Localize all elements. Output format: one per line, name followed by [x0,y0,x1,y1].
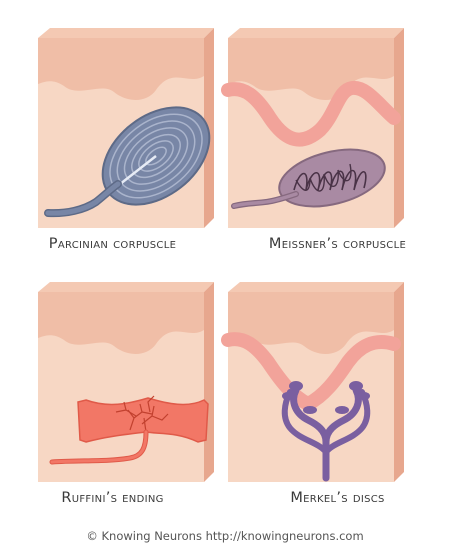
label-merkel: Merkel’s discs [290,490,385,506]
panel-merkel [221,282,404,482]
label-ruffini: Ruffini’s ending [61,490,164,506]
label-pacinian: Parcinian corpuscle [48,236,177,252]
dermal-papilla [221,80,401,147]
label-meissner: Meissner’s corpuscle [268,236,407,252]
panel-ruffini [38,282,214,482]
pacinian-corpuscle [44,106,211,218]
panel-meissner [221,28,404,228]
ruffini-ending [49,395,209,465]
dermal-papilla [221,332,401,412]
merkel-discs [281,381,371,482]
credit-line: © Knowing Neurons http://knowingneurons.… [86,529,364,543]
meissner-corpuscle [231,148,386,209]
panel-pacinian [38,28,214,228]
